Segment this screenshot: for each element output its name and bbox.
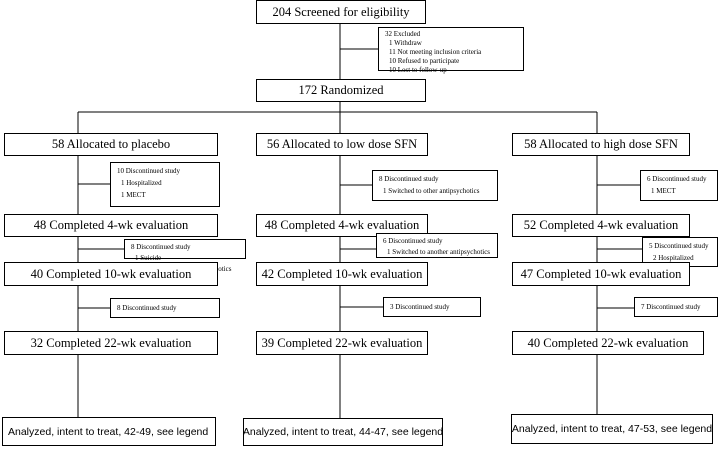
discontinued-reason: 1 Switched to other antipsychotics	[383, 187, 480, 195]
excluded-box: 32 Excluded 1 Withdraw 11 Not meeting in…	[378, 27, 524, 74]
allocated-high-dose-box: 58 Allocated to high dose SFN	[512, 133, 690, 156]
allocated-low-dose-box: 56 Allocated to low dose SFN	[256, 133, 428, 156]
excluded-reason: 10 Lost to follow-up	[389, 66, 447, 74]
discontinued-low-dose-2: 6 Discontinued study 1 Switched to anoth…	[376, 233, 498, 258]
screened-box: 204 Screened for eligibility	[256, 0, 426, 24]
discontinued-reason: 2 Hospitalized	[653, 254, 694, 262]
discontinued-high-dose-3: 7 Discontinued study	[634, 297, 718, 317]
discontinued-reason: 1 Switched to another antipsychotics	[387, 248, 491, 256]
low-dose-analyzed-box: Analyzed, intent to treat, 44-47, see le…	[243, 418, 443, 446]
discontinued-title: 6 Discontinued study	[647, 175, 707, 183]
discontinued-placebo-2: 8 Discontinued study 1 Suicide 1 Switche…	[124, 239, 246, 273]
discontinued-reason: 1 MECT	[651, 187, 676, 195]
high-dose-week10-box: 47 Completed 10-wk evaluation	[512, 262, 690, 286]
high-dose-week4-box: 52 Completed 4-wk evaluation	[512, 214, 690, 237]
discontinued-reason: 1 MECT	[121, 191, 146, 199]
low-dose-week4-box: 48 Completed 4-wk evaluation	[256, 214, 428, 237]
discontinued-high-dose-1: 6 Discontinued study 1 MECT	[640, 170, 718, 201]
discontinued-title: 8 Discontinued study	[131, 243, 191, 251]
excluded-reason: 1 Withdraw	[389, 39, 422, 47]
excluded-reason: 11 Not meeting inclusion criteria	[389, 48, 482, 56]
low-dose-week22-box: 39 Completed 22-wk evaluation	[256, 331, 428, 355]
placebo-analyzed-box: Analyzed, intent to treat, 42-49, see le…	[2, 417, 216, 446]
allocated-placebo-box: 58 Allocated to placebo	[4, 133, 218, 156]
randomized-box: 172 Randomized	[256, 79, 426, 102]
discontinued-low-dose-1: 8 Discontinued study 1 Switched to other…	[372, 170, 498, 201]
placebo-week4-box: 48 Completed 4-wk evaluation	[4, 214, 218, 237]
discontinued-title: 8 Discontinued study	[379, 175, 439, 183]
high-dose-week22-box: 40 Completed 22-wk evaluation	[512, 331, 704, 355]
high-dose-analyzed-box: Analyzed, intent to treat, 47-53, see le…	[511, 414, 713, 444]
discontinued-high-dose-2: 5 Discontinued study 2 Hospitalized	[642, 237, 718, 267]
excluded-title: 32 Excluded	[385, 30, 421, 38]
discontinued-title: 5 Discontinued study	[649, 242, 709, 250]
excluded-reason: 10 Refused to participate	[389, 57, 460, 65]
discontinued-title: 10 Discontinued study	[117, 167, 180, 175]
placebo-week22-box: 32 Completed 22-wk evaluation	[4, 331, 218, 355]
discontinued-reason: 1 Suicide	[135, 254, 162, 262]
discontinued-reason: 1 Hospitalized	[121, 179, 162, 187]
low-dose-week10-box: 42 Completed 10-wk evaluation	[256, 262, 428, 286]
discontinued-low-dose-3: 3 Discontinued study	[383, 297, 481, 317]
discontinued-placebo-3: 8 Discontinued study	[110, 298, 220, 318]
placebo-week10-box: 40 Completed 10-wk evaluation	[4, 262, 218, 286]
discontinued-title: 6 Discontinued study	[383, 237, 443, 245]
discontinued-placebo-1: 10 Discontinued study 1 Hospitalized 1 M…	[110, 162, 220, 207]
